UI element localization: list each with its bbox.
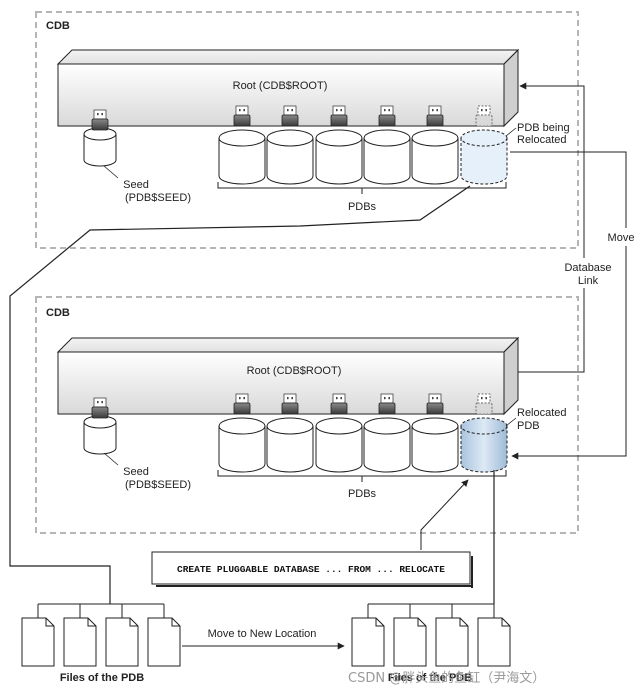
command-box: CREATE PLUGGABLE DATABASE ... FROM ... R… — [151, 479, 473, 588]
bottom-root-container: Root (CDB$ROOT) — [56, 336, 520, 416]
top-relocating-label-1: PDB being — [517, 122, 570, 134]
bottom-pdb-plug-3 — [330, 393, 348, 415]
bottom-relocated-label-1: Relocated — [517, 407, 567, 419]
bottom-pdbs-label: PDBs — [348, 488, 377, 500]
top-pdb-plug-4 — [378, 105, 396, 127]
move-label: Move — [608, 232, 635, 244]
move-to-new-location-arrow: Move to New Location — [182, 628, 345, 650]
top-pdb-plug-1 — [233, 105, 251, 127]
top-pdb-cylinder-6 — [460, 129, 508, 185]
bottom-pdb-cylinder-1 — [218, 417, 266, 473]
target-files-label: Files of the PDB — [388, 672, 472, 684]
top-pdb-plug-3 — [330, 105, 348, 127]
bottom-relocated-label-2: PDB — [517, 420, 540, 432]
top-pdb-cylinder-1 — [218, 129, 266, 185]
bottom-seed-plug — [91, 397, 109, 419]
bottom-cdb-label: CDB — [46, 307, 70, 319]
bottom-pdbs-bracket — [217, 470, 507, 482]
bottom-pdb-cylinder-6 — [460, 417, 508, 473]
database-link-label-2: Link — [578, 275, 599, 287]
top-pdb-plug-2 — [281, 105, 299, 127]
bottom-seed-label-2: (PDB$SEED) — [125, 479, 191, 491]
command-text: CREATE PLUGGABLE DATABASE ... FROM ... R… — [177, 564, 445, 575]
source-files-label: Files of the PDB — [60, 672, 144, 684]
top-cdb-container: CDB Root (CDB$ROOT) Seed (PDB$SEED) PDBs… — [35, 11, 579, 249]
top-seed-label-1: Seed — [123, 179, 149, 191]
bottom-pdb-plug-4 — [378, 393, 396, 415]
top-cdb-label: CDB — [46, 20, 70, 32]
database-link-label-1: Database — [564, 262, 611, 274]
top-pdb-plug-5 — [426, 105, 444, 127]
top-seed-plug — [91, 109, 109, 131]
bottom-pdb-cylinder-3 — [315, 417, 363, 473]
bottom-seed-cylinder — [83, 415, 117, 455]
bottom-pdb-plug-2 — [281, 393, 299, 415]
target-file-2 — [393, 617, 427, 667]
source-file-1 — [21, 617, 55, 667]
top-pdb-cylinder-3 — [315, 129, 363, 185]
top-seed-label-2: (PDB$SEED) — [125, 192, 191, 204]
top-pdb-cylinder-4 — [363, 129, 411, 185]
move-to-new-location-label: Move to New Location — [208, 628, 317, 640]
bottom-pdb-plug-6 — [475, 393, 493, 415]
bottom-pdb-plug-1 — [233, 393, 251, 415]
bottom-seed-label-1: Seed — [123, 466, 149, 478]
source-file-2 — [63, 617, 97, 667]
top-root-container: Root (CDB$ROOT) — [56, 48, 520, 128]
source-file-4 — [147, 617, 181, 667]
target-file-4 — [477, 617, 511, 667]
top-pdbs-bracket — [217, 182, 507, 194]
source-file-tree: Files of the PDB — [21, 603, 181, 684]
top-relocating-label-2: Relocated — [517, 134, 567, 146]
bottom-pdb-cylinder-2 — [266, 417, 314, 473]
top-pdb-plug-6 — [475, 105, 493, 127]
top-cdb-border — [35, 11, 579, 249]
files-source-connector — [9, 185, 471, 604]
target-file-1 — [351, 617, 385, 667]
top-seed-cylinder — [83, 127, 117, 167]
target-file-3 — [435, 617, 469, 667]
bottom-root-label: Root (CDB$ROOT) — [247, 365, 342, 377]
bottom-cdb-border — [35, 296, 579, 534]
bottom-pdb-cylinder-5 — [411, 417, 459, 473]
top-pdbs-label: PDBs — [348, 201, 377, 213]
source-file-3 — [105, 617, 139, 667]
top-pdb-cylinder-2 — [266, 129, 314, 185]
top-pdb-cylinder-5 — [411, 129, 459, 185]
target-file-tree: Files of the PDB — [351, 603, 511, 684]
watermark-text: CSDN @胖头鱼的鱼缸（尹海文） — [348, 670, 545, 686]
bottom-pdb-cylinder-4 — [363, 417, 411, 473]
top-root-label: Root (CDB$ROOT) — [233, 80, 328, 92]
bottom-pdb-plug-5 — [426, 393, 444, 415]
database-link-connector: Move Database Link — [510, 82, 640, 460]
bottom-cdb-container: CDB Root (CDB$ROOT) Seed (PDB$SEED) PDBs… — [35, 296, 579, 534]
